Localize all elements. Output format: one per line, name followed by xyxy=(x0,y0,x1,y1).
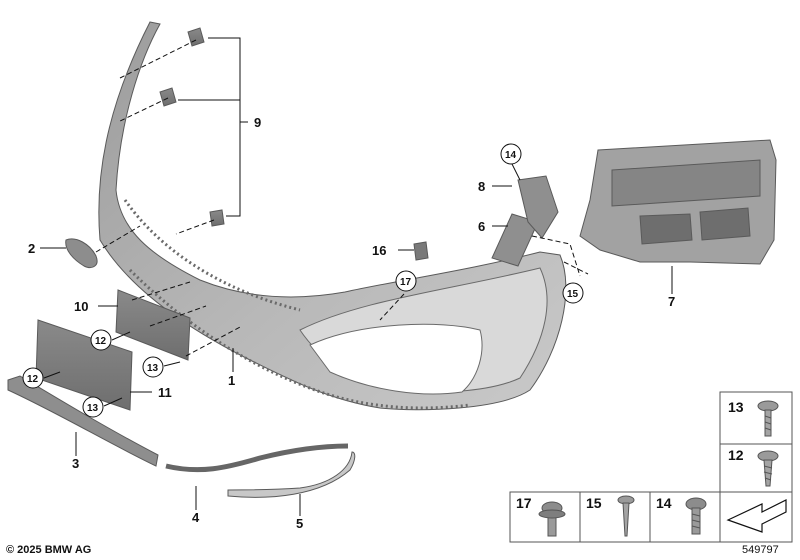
callout-12b: 12 xyxy=(27,374,39,385)
callout-circle-14 xyxy=(500,143,522,165)
fastener-key: 13 12 17 15 14 xyxy=(509,391,793,543)
callout-16: 16 xyxy=(372,243,386,258)
callout-3: 3 xyxy=(72,456,79,471)
callout-circle-13b xyxy=(82,396,104,418)
callout-4: 4 xyxy=(192,510,200,525)
callout-6: 6 xyxy=(478,219,485,234)
direction-arrow-icon xyxy=(726,499,787,533)
copyright-text: © 2025 BMW AG xyxy=(6,544,91,556)
callout-11: 11 xyxy=(158,385,172,400)
callout-14: 14 xyxy=(505,150,517,161)
callout-17: 17 xyxy=(400,277,412,288)
callout-5: 5 xyxy=(296,516,303,531)
callout-8: 8 xyxy=(478,179,485,194)
key-cell-12 xyxy=(719,443,793,493)
callout-13a: 13 xyxy=(147,363,159,374)
screw-17-icon xyxy=(538,501,566,537)
trim-strip-lower xyxy=(7,375,159,467)
callout-circle-13a xyxy=(142,356,164,378)
key-14: 14 xyxy=(656,495,672,511)
screw-14-icon xyxy=(685,497,707,535)
key-cell-15 xyxy=(579,491,651,543)
key-13: 13 xyxy=(728,399,744,415)
screw-13-icon xyxy=(757,400,779,437)
clip-parts xyxy=(159,27,225,227)
callout-10: 10 xyxy=(74,299,88,314)
callout-7: 7 xyxy=(668,294,675,309)
bumper-trim-panel xyxy=(98,21,567,411)
cap-part xyxy=(413,241,429,261)
callout-circle-12a xyxy=(90,329,112,351)
key-15: 15 xyxy=(586,495,602,511)
callout-circle-15 xyxy=(562,282,584,304)
leader-lines xyxy=(40,37,673,516)
callout-15: 15 xyxy=(567,289,579,300)
callout-2: 2 xyxy=(28,241,35,256)
callout-labels: 1 2 3 4 5 6 7 8 9 10 11 16 12 13 12 13 1… xyxy=(22,115,675,531)
screw-12-icon xyxy=(757,450,779,487)
callout-9: 9 xyxy=(254,115,261,130)
trim-strip-chrome xyxy=(165,443,349,473)
key-cell-13 xyxy=(719,391,793,445)
callout-1: 1 xyxy=(228,373,235,388)
reflector-part xyxy=(65,238,98,269)
callout-circle-12b xyxy=(22,367,44,389)
diagram-number: 549797 xyxy=(742,544,779,556)
callout-circle-17 xyxy=(395,270,417,292)
corner-trim xyxy=(227,451,356,498)
callout-13b: 13 xyxy=(87,403,99,414)
key-12: 12 xyxy=(728,447,744,463)
key-17: 17 xyxy=(516,495,532,511)
callout-12a: 12 xyxy=(95,336,107,347)
bracket-upper xyxy=(517,175,559,239)
screw-15-icon xyxy=(617,495,635,537)
